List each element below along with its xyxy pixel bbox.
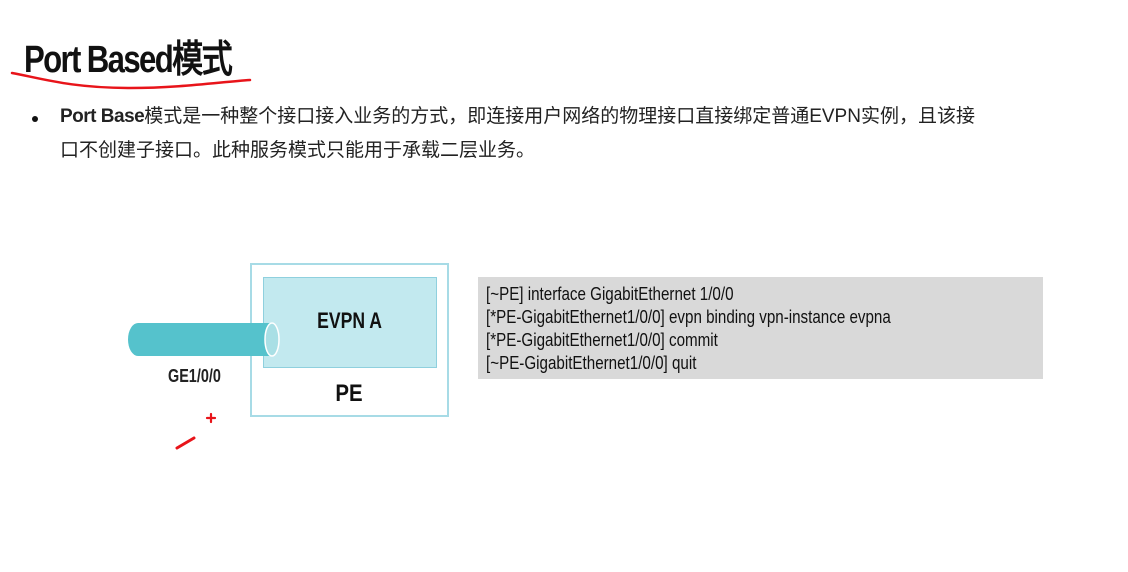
bullet-dot-icon: [32, 116, 38, 122]
bullet-lead-term: Port Base: [60, 106, 145, 127]
port-label: GE1/0/0: [168, 366, 221, 386]
plus-mark-icon: [205, 412, 217, 424]
minus-mark-icon: [175, 436, 196, 450]
command-line: [~PE] interface GigabitEthernet 1/0/0: [486, 283, 734, 304]
evpn-instance-label: EVPN A: [317, 307, 383, 333]
pe-device-label: PE: [335, 380, 364, 407]
bullet-text: Port Base模式是一种整个接口接入业务的方式，即连接用户网络的物理接口直接…: [60, 100, 1110, 168]
bullet-line2: 口不创建子接口。此种服务模式只能用于承载二层业务。: [60, 140, 536, 161]
command-line: [~PE-GigabitEthernet1/0/0] quit: [486, 352, 697, 373]
slide-title: Port Based模式: [24, 39, 233, 81]
pe-device-label-wrap: PE: [250, 380, 449, 408]
command-line: [*PE-GigabitEthernet1/0/0] evpn binding …: [486, 306, 891, 327]
command-box: [~PE] interface GigabitEthernet 1/0/0 [*…: [478, 277, 1043, 379]
cable-icon: [128, 322, 280, 357]
evpn-instance-box: EVPN A: [263, 277, 437, 368]
command-line: [*PE-GigabitEthernet1/0/0] commit: [486, 329, 718, 350]
bullet-line1: 模式是一种整个接口接入业务的方式，即连接用户网络的物理接口直接绑定普通EVPN实…: [144, 106, 975, 127]
